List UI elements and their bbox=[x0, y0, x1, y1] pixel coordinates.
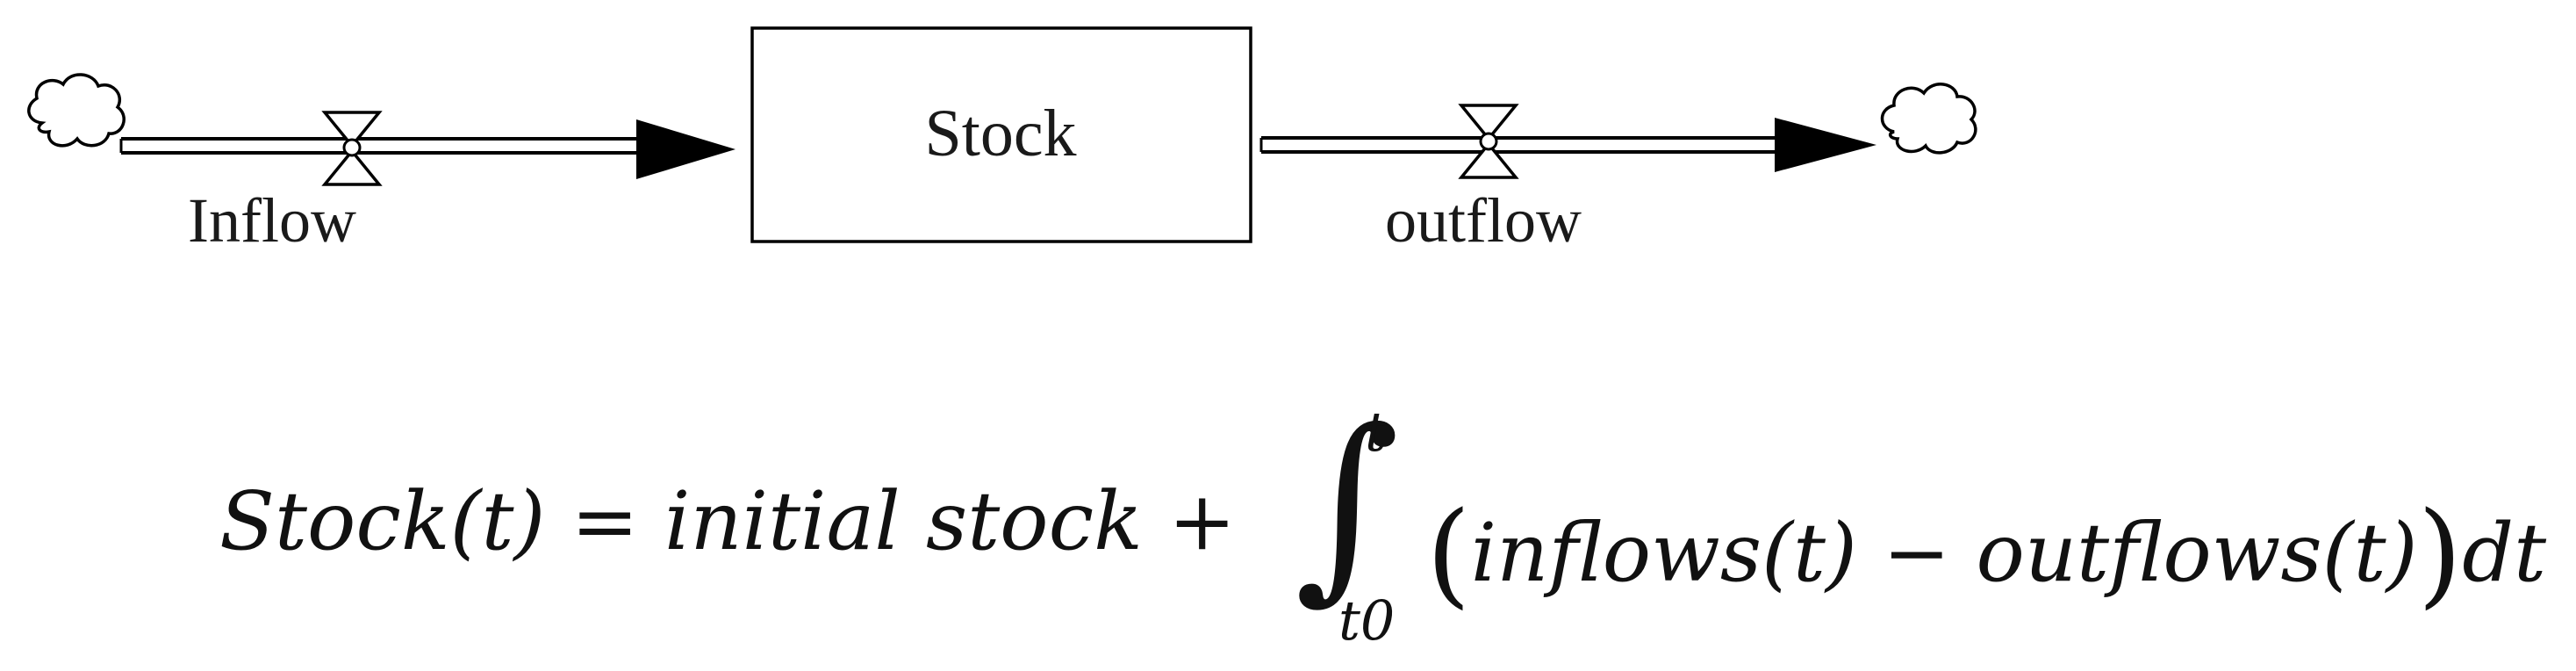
outflow-valve-icon bbox=[1458, 104, 1519, 179]
integral-upper-limit: t bbox=[1365, 400, 1387, 464]
integrand: inflows(t) − outflows(t) bbox=[1470, 506, 2418, 600]
inflow-valve-icon bbox=[321, 111, 383, 186]
stock-box bbox=[750, 26, 1252, 243]
inflow-arrow-head-icon bbox=[636, 119, 735, 179]
integral-sign: ∫ bbox=[1295, 387, 1400, 622]
inflow-label: Inflow bbox=[188, 185, 356, 256]
sink-cloud-icon bbox=[1880, 83, 1977, 155]
close-paren: ) bbox=[2417, 487, 2463, 620]
outflow-pipe bbox=[1259, 136, 1790, 154]
inflow-pipe bbox=[119, 137, 649, 155]
outflow-arrow-head-icon bbox=[1775, 118, 1876, 172]
integral-lower-limit: t0 bbox=[1338, 588, 1396, 653]
equation-lhs: Stock(t) = initial stock + bbox=[219, 474, 1237, 568]
stock-flow-diagram bbox=[27, 26, 1977, 243]
source-cloud-icon bbox=[27, 73, 126, 148]
outflow-label: outflow bbox=[1385, 185, 1582, 256]
equation-integrand-group: (inflows(t) − outflows(t))dt bbox=[1426, 474, 2547, 620]
open-paren: ( bbox=[1426, 487, 1471, 620]
stock-label: Stock bbox=[924, 97, 1077, 170]
differential: dt bbox=[2462, 506, 2547, 600]
stock-equation: Stock(t) = initial stock + ∫ t t0 (inflo… bbox=[219, 400, 2572, 667]
